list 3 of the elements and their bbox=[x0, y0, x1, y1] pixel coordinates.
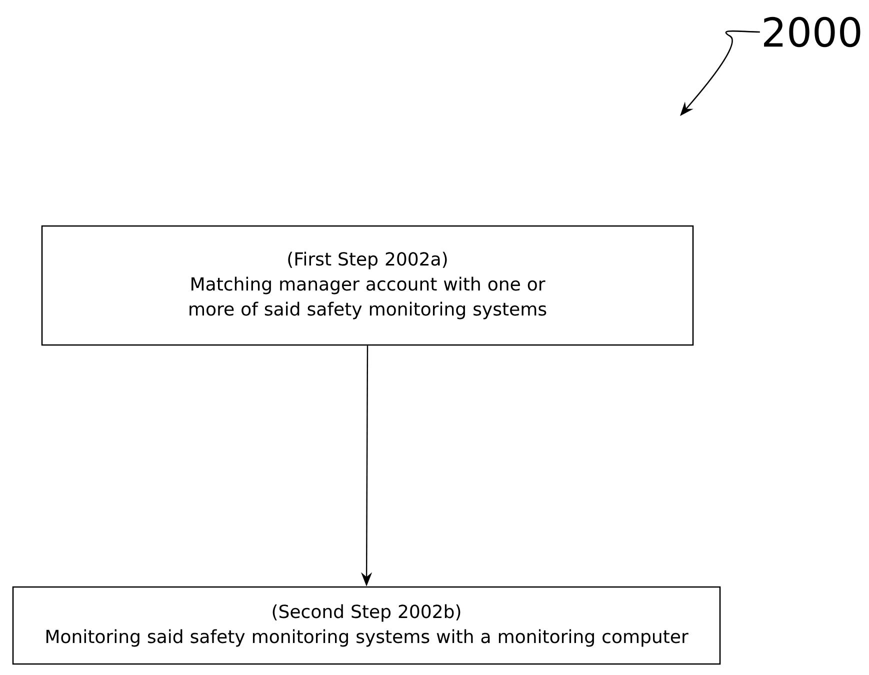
process-box: (First Step 2002a) Matching manager account with one or more of said safety monitoring systems bbox=[41, 225, 694, 346]
process-box: (Second Step 2002b) Monitoring said safety monitoring systems with a monitoring computer bbox=[12, 586, 721, 665]
reference-numeral: 2000 bbox=[764, 16, 860, 48]
